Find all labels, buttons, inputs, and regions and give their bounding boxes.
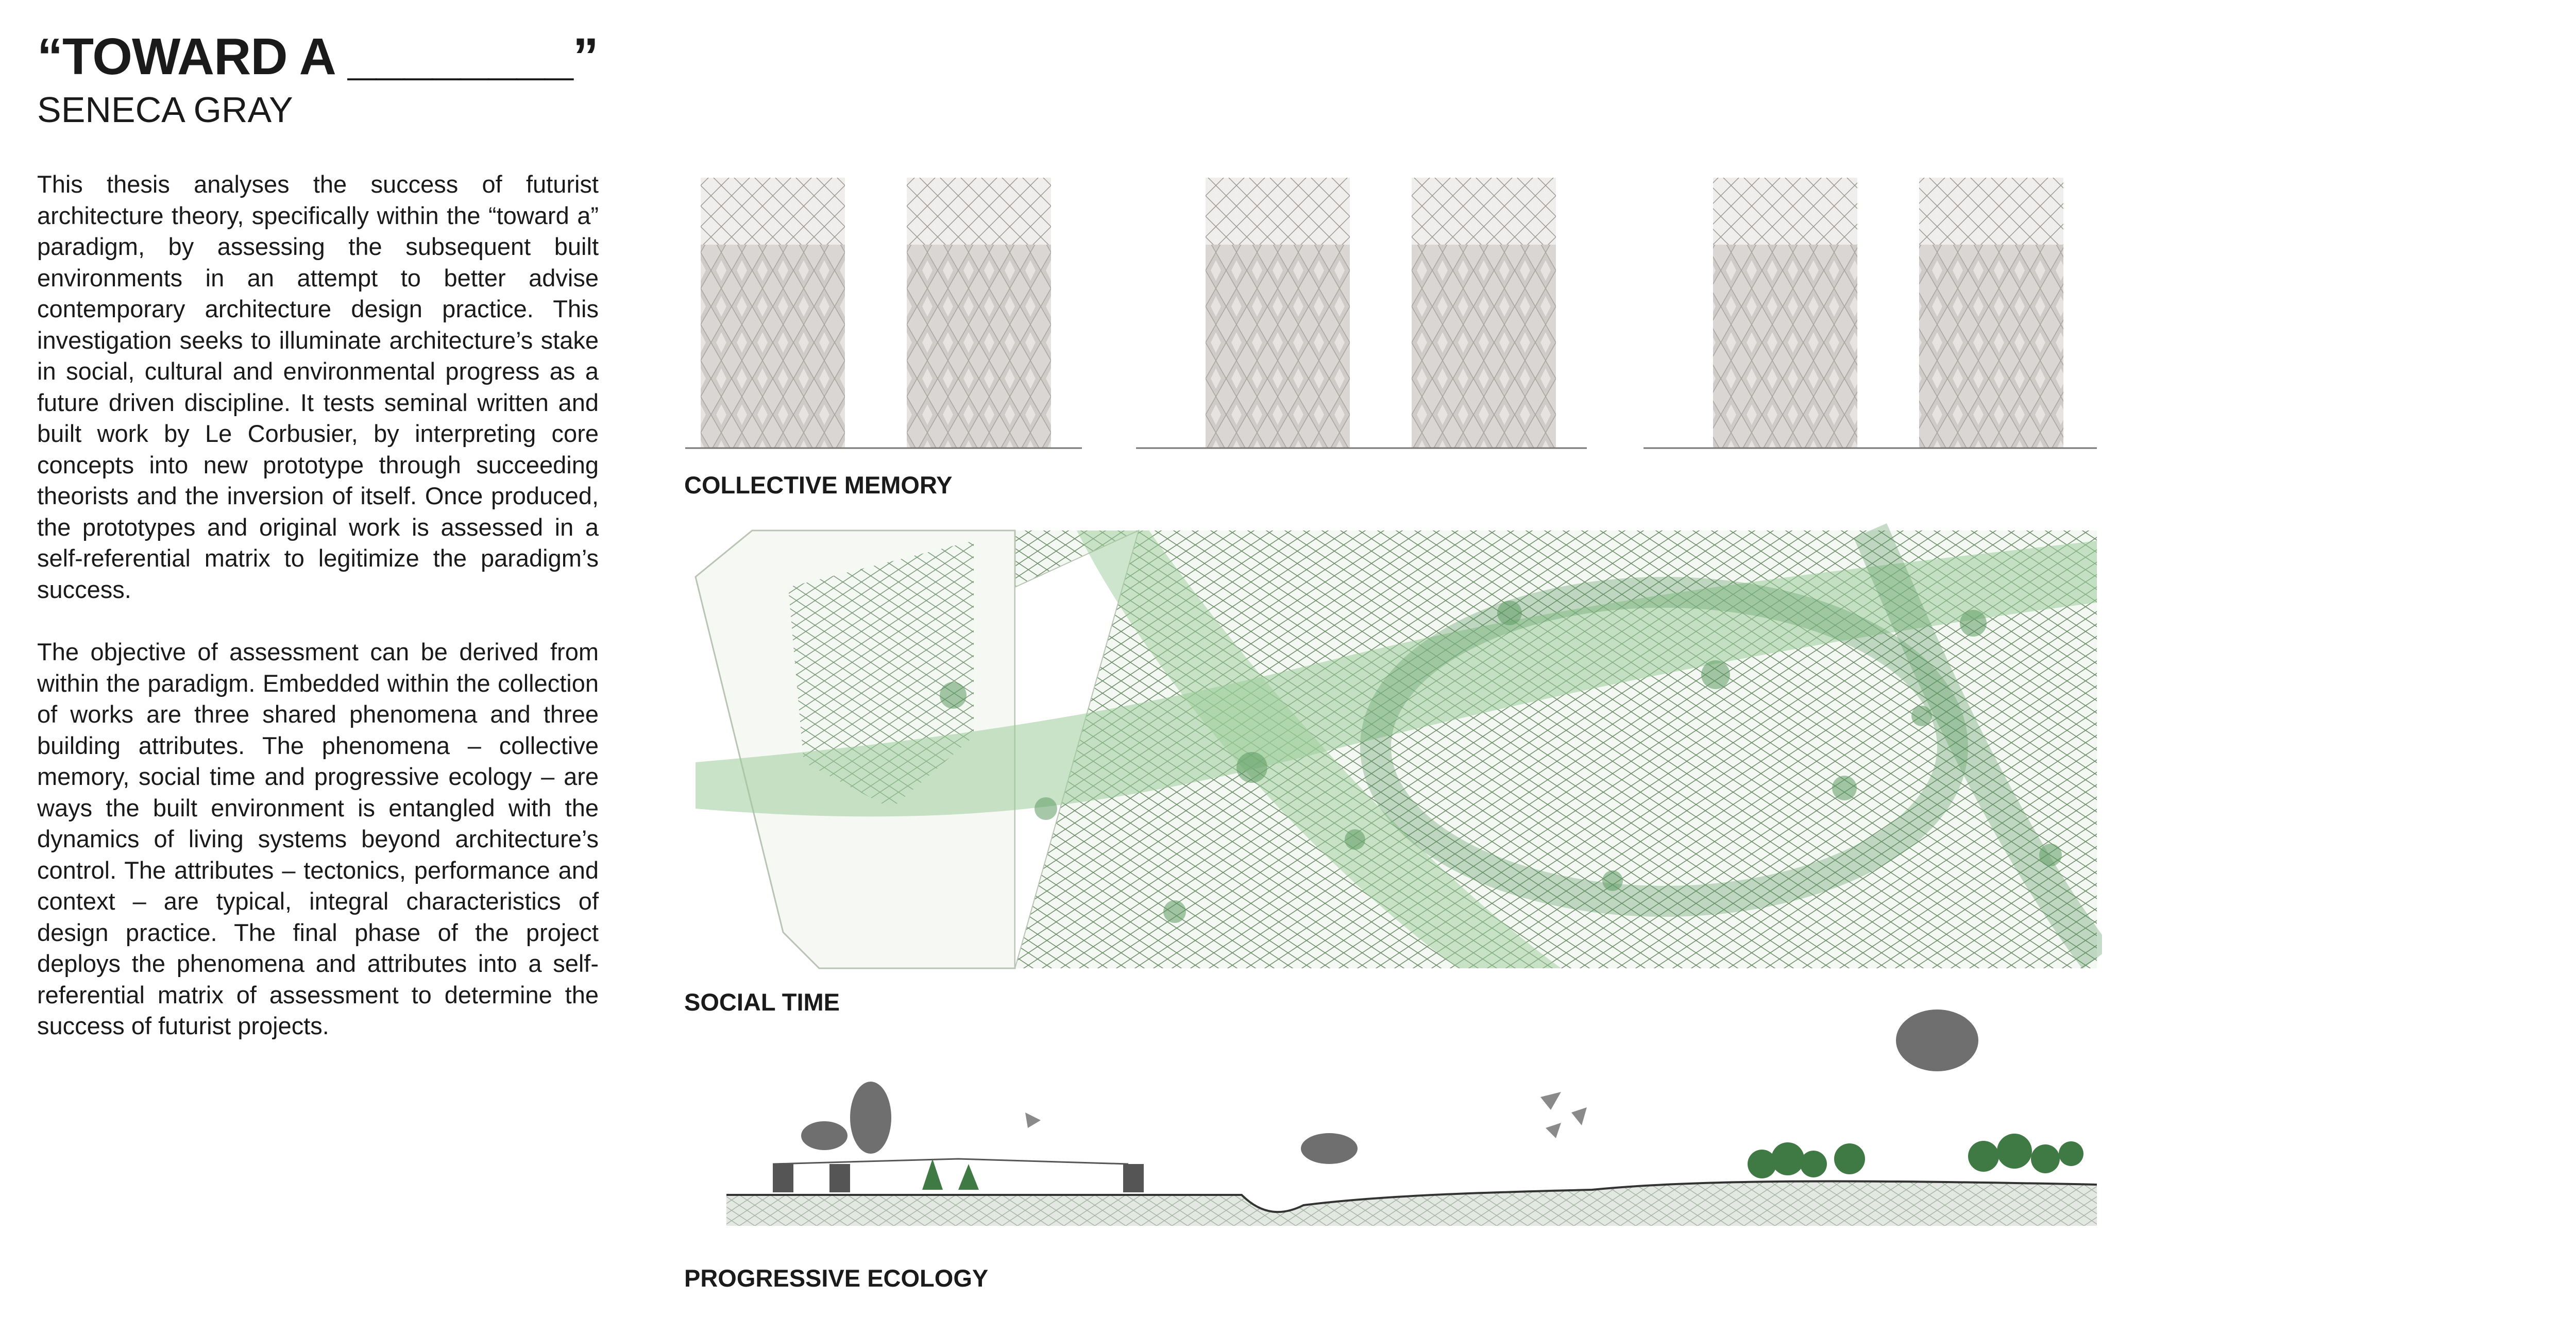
progressive-ecology-section bbox=[716, 1009, 2107, 1246]
collective-memory-elevations bbox=[670, 144, 2112, 453]
abstract-paragraph-2: The objective of assessment can be deriv… bbox=[37, 638, 599, 1039]
progressive-ecology-label: PROGRESSIVE ECOLOGY bbox=[684, 1264, 989, 1292]
elevation-group-1 bbox=[685, 178, 1082, 449]
social-time-label: SOCIAL TIME bbox=[684, 988, 840, 1016]
collective-memory-label: COLLECTIVE MEMORY bbox=[684, 471, 953, 499]
social-time-site-plan bbox=[685, 520, 2102, 973]
abstract-paragraph-1: This thesis analyses the success of futu… bbox=[37, 170, 599, 603]
elevation-group-3 bbox=[1643, 178, 2097, 449]
author-name: SENECA GRAY bbox=[37, 90, 293, 130]
page-title: “TOWARD A ________” bbox=[37, 28, 599, 85]
elevation-group-2 bbox=[1136, 178, 1587, 449]
